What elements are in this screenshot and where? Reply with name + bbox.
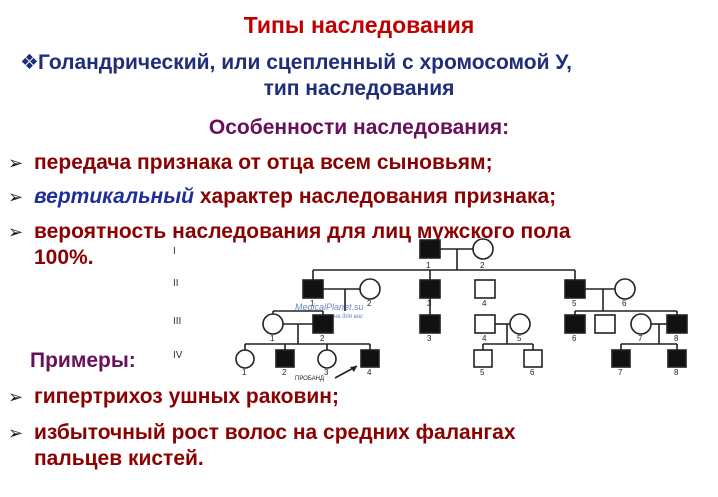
affected-male-symbol: [312, 314, 334, 334]
female-symbol: [359, 278, 381, 300]
male-symbol: [473, 349, 493, 368]
female-symbol: [317, 349, 337, 369]
svg-text:6: 6: [622, 299, 627, 308]
female-symbol: [630, 313, 652, 335]
female-symbol: [509, 313, 531, 335]
male-symbol: [523, 349, 543, 368]
examples-heading: Примеры:: [30, 349, 136, 372]
arrow-bullet-icon: ➢: [8, 387, 24, 407]
affected-male-symbol: [419, 279, 441, 299]
features-heading: Особенности наследования:: [208, 116, 510, 139]
affected-male-symbol: [564, 314, 586, 334]
affected-male-symbol: [667, 349, 687, 368]
svg-text:1: 1: [242, 368, 247, 377]
svg-text:2: 2: [282, 368, 287, 377]
diamond-bullet-icon: ❖: [20, 51, 39, 74]
svg-text:3: 3: [324, 368, 329, 377]
proband-label: ПРОБАНД: [295, 376, 324, 382]
svg-text:4: 4: [482, 299, 487, 308]
affected-male-symbol: [564, 279, 586, 299]
svg-text:5: 5: [517, 334, 522, 343]
arrow-bullet-icon: ➢: [8, 187, 24, 207]
male-symbol: [594, 314, 616, 334]
svg-text:5: 5: [480, 368, 485, 377]
svg-text:2: 2: [367, 299, 372, 308]
bullet-item: ➢ передача признака от отца всем сыновья…: [8, 151, 493, 174]
female-symbol: [235, 349, 255, 369]
male-symbol: [474, 314, 496, 334]
svg-text:3: 3: [427, 334, 432, 343]
svg-text:2: 2: [480, 261, 485, 270]
affected-male-symbol: [666, 314, 688, 334]
female-symbol: [472, 238, 494, 260]
affected-male-symbol: [275, 349, 295, 368]
svg-text:1: 1: [426, 261, 431, 270]
pedigree-chart: I II III IV 1 2 1 2 3 4 5 6 MedicalPlane…: [173, 238, 688, 382]
generation-label: IV: [173, 350, 183, 361]
female-symbol: [262, 313, 284, 335]
svg-text:8: 8: [674, 368, 679, 377]
svg-text:4: 4: [482, 334, 487, 343]
affected-male-symbol: [419, 239, 441, 259]
generation-label: I: [173, 246, 176, 257]
watermark-text: MedicalPlanet.su: [295, 302, 364, 312]
bullet-item: ➢ вертикальный характер наследования при…: [8, 185, 557, 208]
svg-text:6: 6: [572, 334, 577, 343]
svg-text:1: 1: [270, 334, 275, 343]
svg-text:7: 7: [618, 368, 623, 377]
svg-text:2: 2: [320, 334, 325, 343]
male-symbol: [474, 279, 496, 299]
generation-label: II: [173, 278, 179, 289]
female-symbol: [614, 278, 636, 300]
slide-title: Типы наследования: [243, 12, 475, 38]
example-item: ➢ гипертрихоз ушных раковин;: [8, 385, 339, 408]
svg-text:1: 1: [310, 299, 315, 308]
slide-subtitle: ❖Голандрический, или сцепленный с хромос…: [20, 51, 572, 100]
affected-male-symbol: [419, 314, 441, 334]
svg-text:4: 4: [367, 368, 372, 377]
svg-text:7: 7: [638, 334, 643, 343]
affected-male-symbol: [302, 279, 324, 299]
arrow-bullet-icon: ➢: [8, 423, 24, 443]
generation-label: III: [173, 316, 181, 327]
bullet-item: ➢ вероятность наследования для лиц мужск…: [8, 220, 571, 269]
watermark-text: медицина для вас: [313, 314, 363, 320]
example-item: ➢ избыточный рост волос на средних фалан…: [8, 421, 516, 470]
affected-male-symbol: [611, 349, 631, 368]
svg-text:5: 5: [572, 299, 577, 308]
svg-text:8: 8: [674, 334, 679, 343]
arrow-bullet-icon: ➢: [8, 153, 24, 173]
affected-male-symbol: [360, 349, 380, 368]
svg-text:6: 6: [530, 368, 535, 377]
arrow-bullet-icon: ➢: [8, 222, 24, 242]
